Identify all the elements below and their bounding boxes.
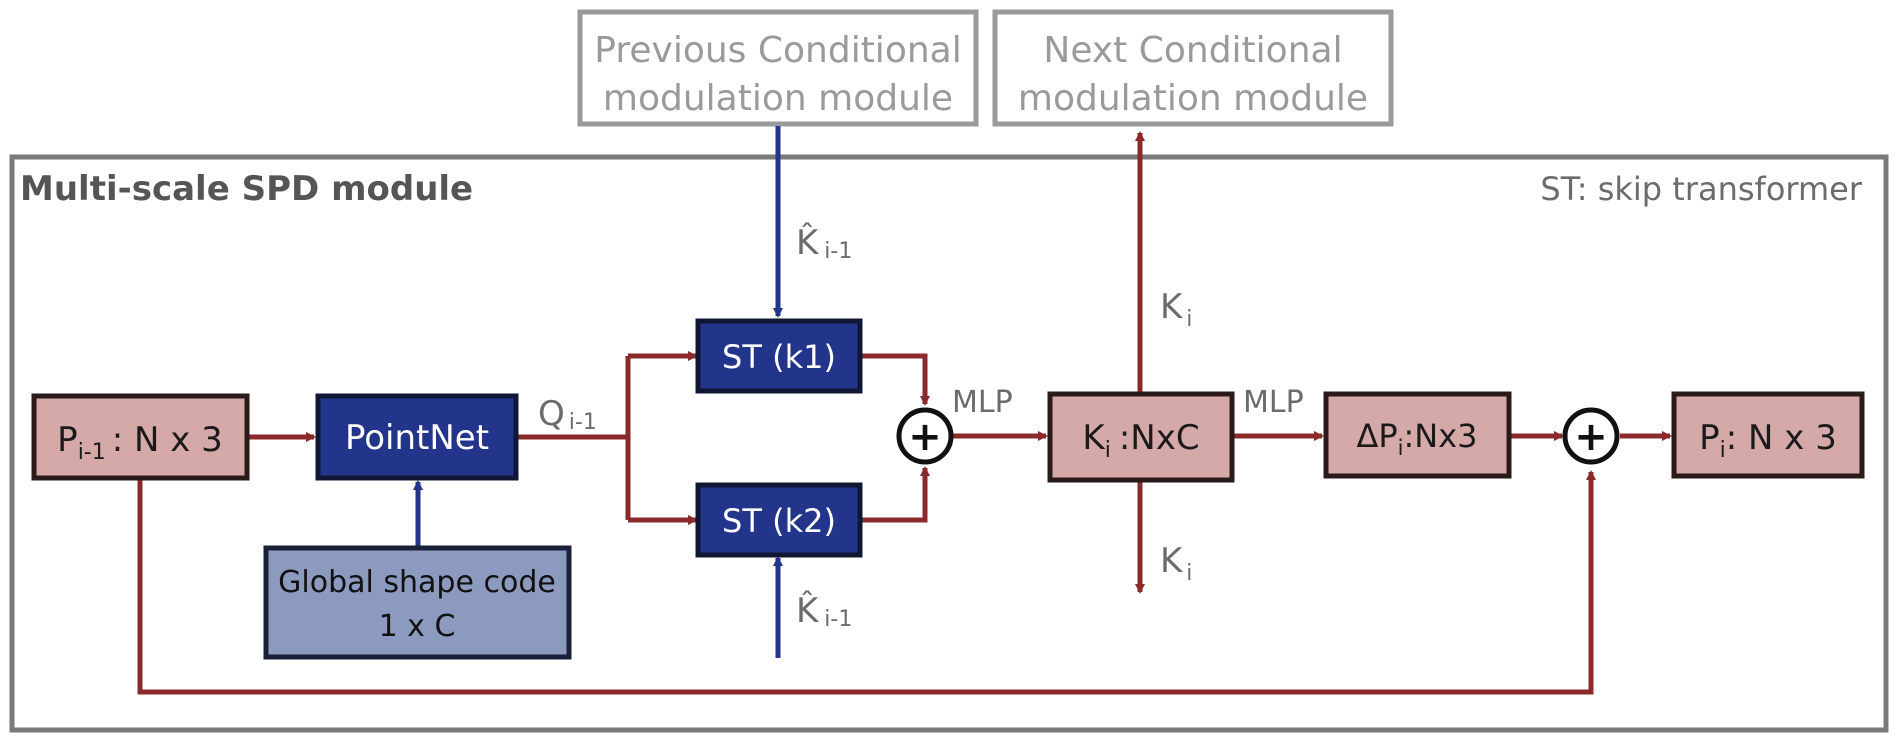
global-shape-line1: Global shape code xyxy=(278,565,556,600)
st-k1-box xyxy=(695,318,863,394)
sum-node-2-symbol: + xyxy=(1574,414,1608,460)
sum-node-2 xyxy=(1562,407,1620,465)
st-k2-label: ST (k2) xyxy=(722,502,836,540)
p-prev-label: Pi-1: N x 3 xyxy=(57,420,223,465)
next-module-box xyxy=(992,9,1394,127)
st-k1-label: ST (k1) xyxy=(722,338,836,376)
previous-module-line2: modulation module xyxy=(603,78,953,119)
k-i-label: Ki:NxC xyxy=(1082,418,1199,463)
global-shape-box xyxy=(263,545,572,660)
delta-p-box xyxy=(1323,391,1512,479)
previous-module-box xyxy=(577,9,979,127)
next-module-line2: modulation module xyxy=(1018,78,1368,119)
st-k2-box xyxy=(695,482,863,558)
p-prev-box xyxy=(31,393,250,481)
khat-top-label: K̂i-1 xyxy=(796,222,852,264)
blue-connections xyxy=(413,126,783,658)
mlp-label-2: MLP xyxy=(1243,385,1304,420)
p-out-label: Pi: N x 3 xyxy=(1699,418,1837,463)
arrow-st-k2-to-sum xyxy=(862,466,930,523)
spd-module-frame xyxy=(9,154,1889,733)
frame-legend: ST: skip transformer xyxy=(1540,170,1862,208)
pointnet-label: PointNet xyxy=(345,418,489,458)
frame-title: Multi-scale SPD module xyxy=(20,169,473,209)
k-i-box xyxy=(1047,391,1235,483)
p-out-box xyxy=(1671,391,1865,479)
sum-node-1 xyxy=(896,407,954,465)
mlp-label-1: MLP xyxy=(952,385,1013,420)
arrow-st-k1-to-sum xyxy=(862,353,930,406)
khat-bottom-label: K̂i-1 xyxy=(796,590,852,632)
sum-node-1-symbol: + xyxy=(908,414,942,460)
previous-module-line1: Previous Conditional xyxy=(594,30,961,71)
global-shape-line2: 1 x C xyxy=(379,609,456,644)
red-connections xyxy=(137,131,1672,695)
pointnet-box xyxy=(315,393,519,481)
skip-connection xyxy=(137,470,1596,695)
delta-p-label: ΔPi:Nx3 xyxy=(1356,417,1477,460)
next-module-line1: Next Conditional xyxy=(1043,30,1342,71)
